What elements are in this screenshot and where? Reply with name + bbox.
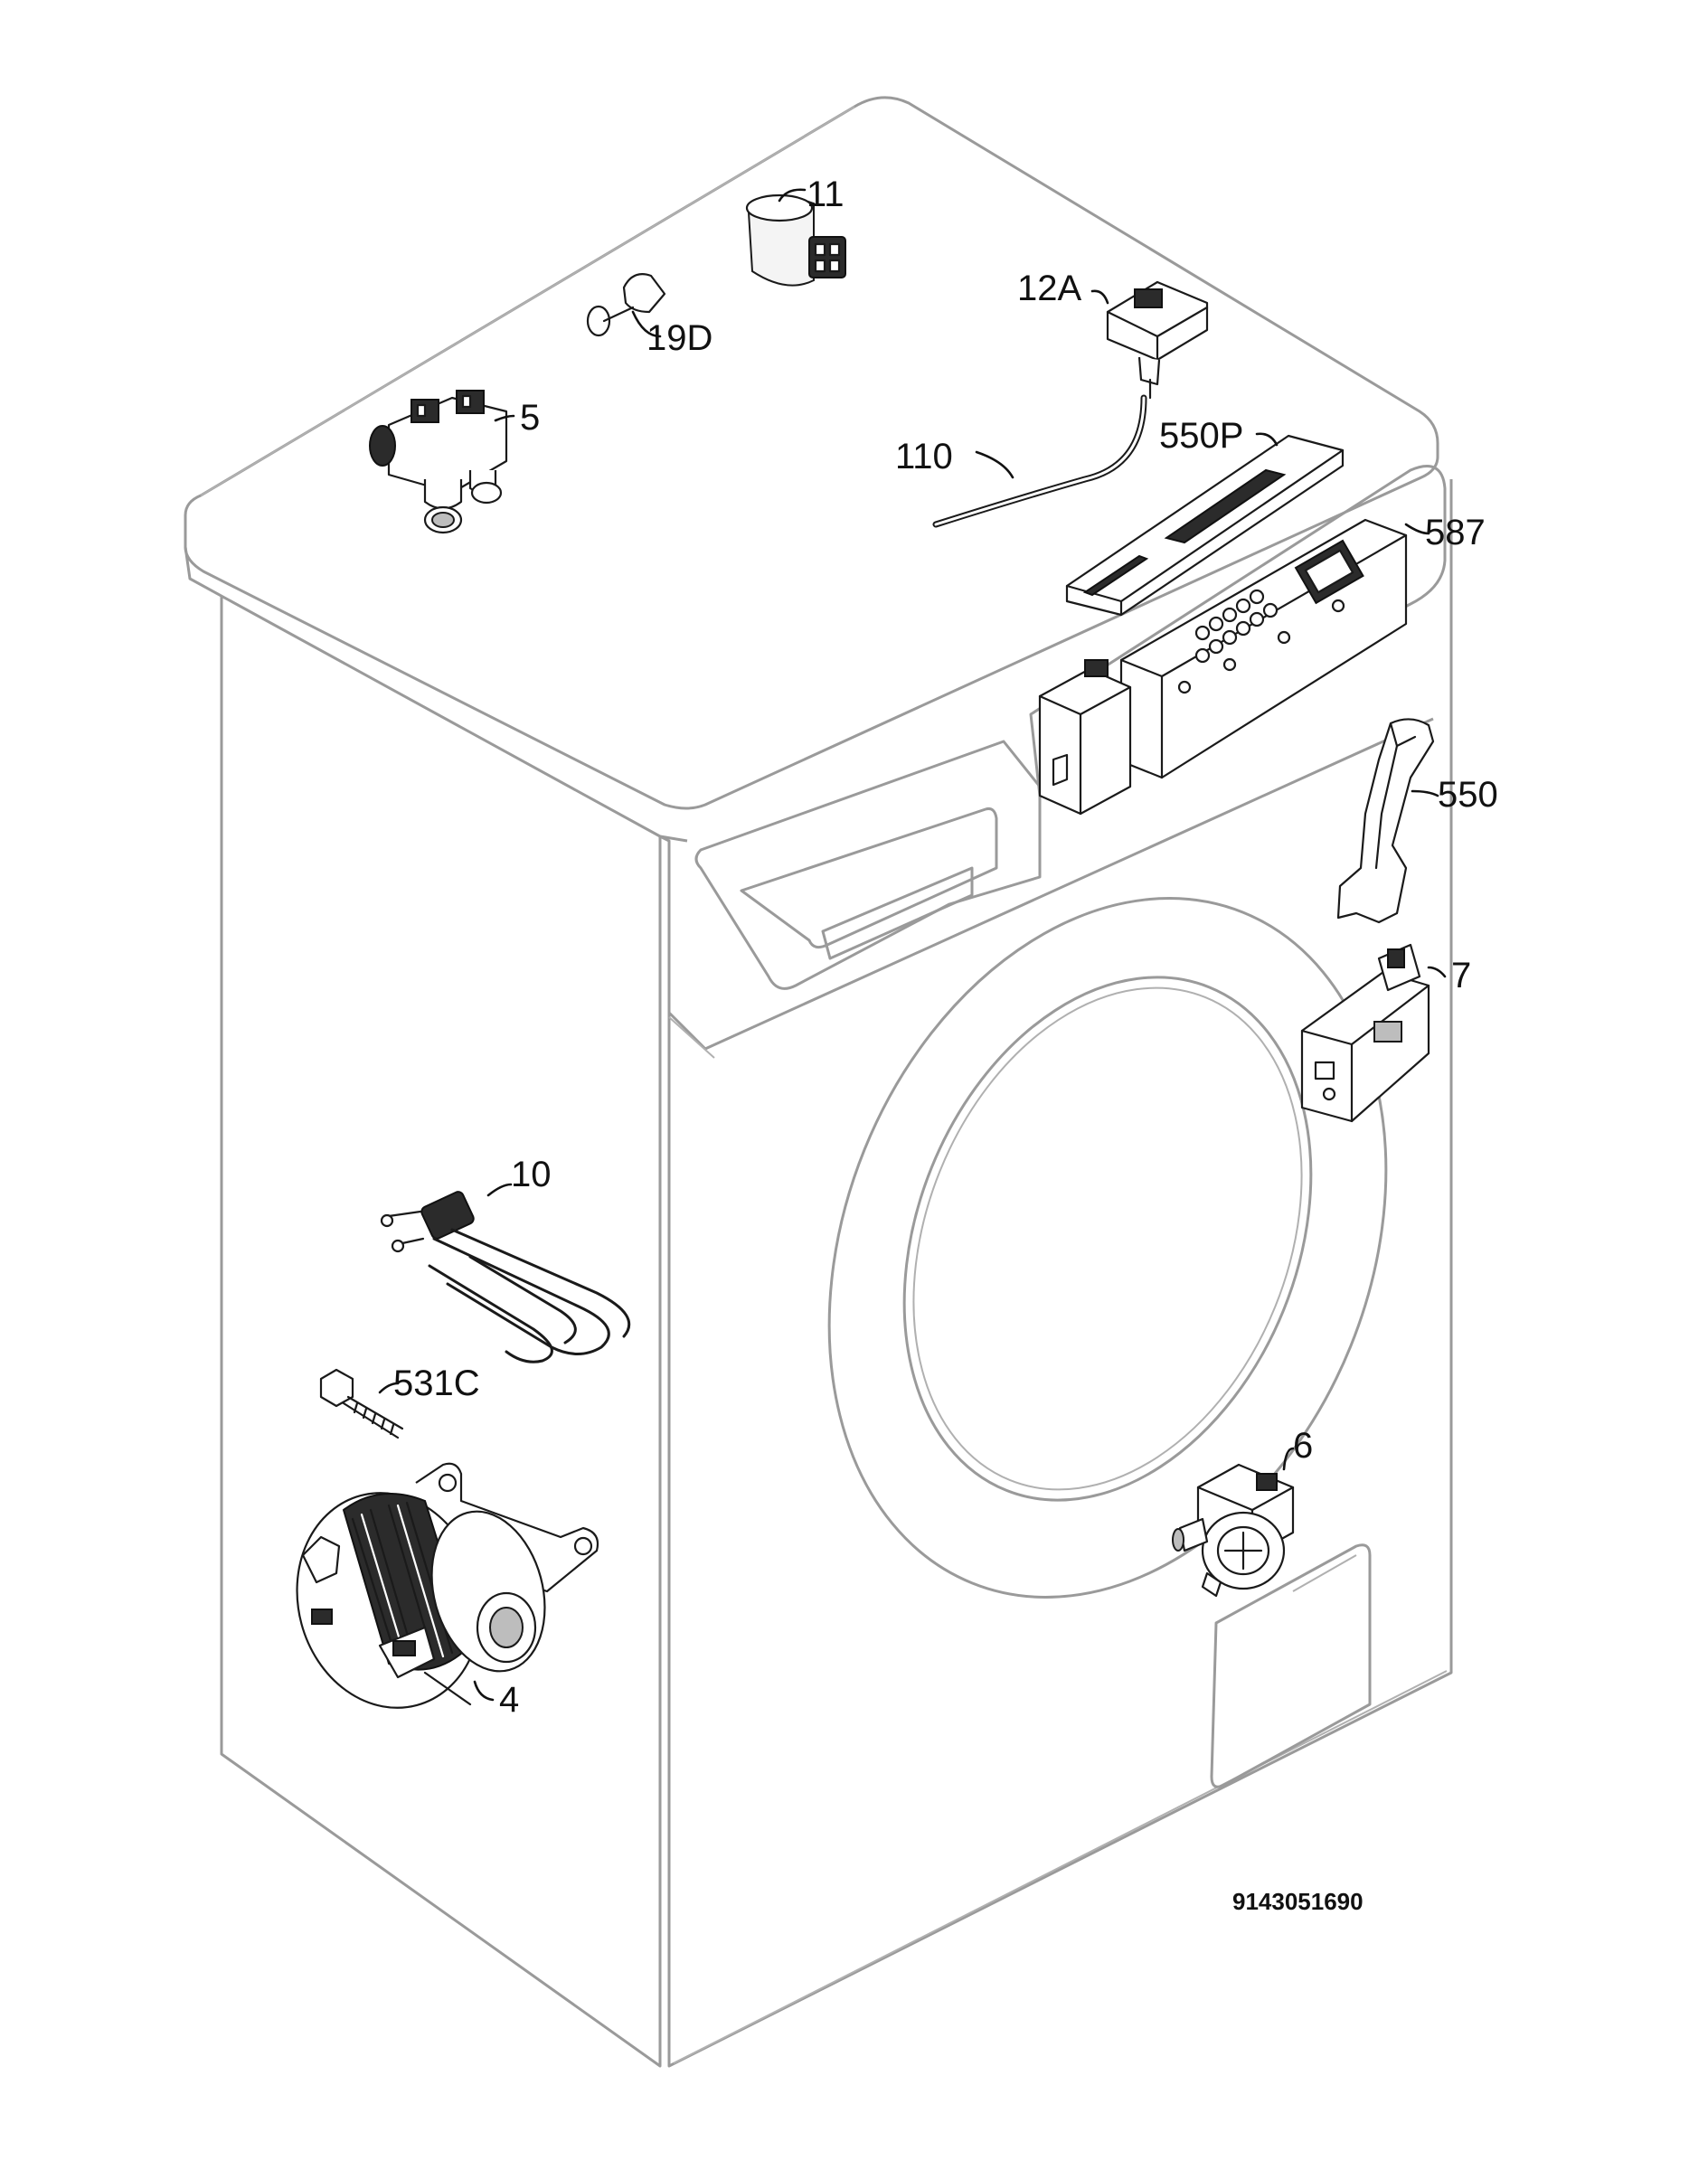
part-11-suppressor-capacitor: 11 <box>745 175 846 287</box>
callout-531c: 531C <box>393 1363 480 1403</box>
callout-550: 550 <box>1438 775 1498 815</box>
callout-11: 11 <box>807 175 845 214</box>
callout-10: 10 <box>511 1155 552 1194</box>
part-12a-pressure-switch: 12A <box>1017 269 1209 400</box>
part-531c-screw: 531C <box>319 1363 480 1439</box>
part-587-electronic-board: 587 <box>1038 513 1486 816</box>
diagram-document-number: 9143051690 <box>1232 1888 1364 1915</box>
callout-5: 5 <box>520 398 540 438</box>
callout-19d: 19D <box>646 318 712 358</box>
part-550p-control-panel-frame: 550P <box>1065 416 1345 617</box>
part-10-heating-element: 10 <box>380 1155 631 1363</box>
callout-4: 4 <box>499 1680 519 1720</box>
part-4-motor: 4 <box>296 1462 599 1720</box>
callout-550p: 550P <box>1159 416 1243 456</box>
callout-587: 587 <box>1425 513 1486 552</box>
part-550-door-handle: 550 <box>1336 718 1498 924</box>
part-19d-plug: 19D <box>586 273 712 358</box>
part-7-door-lock: 7 <box>1300 943 1471 1123</box>
callout-12a: 12A <box>1017 269 1081 308</box>
callout-110: 110 <box>895 437 953 476</box>
callout-7: 7 <box>1451 956 1471 995</box>
part-110-pressure-hose: 110 <box>895 394 1147 528</box>
washing-machine-cabinet <box>184 96 1453 2068</box>
part-6-drain-pump: 6 <box>1172 1426 1313 1598</box>
callout-6: 6 <box>1293 1426 1313 1466</box>
board-components <box>1177 539 1364 694</box>
part-5-inlet-valve: 5 <box>369 390 540 534</box>
